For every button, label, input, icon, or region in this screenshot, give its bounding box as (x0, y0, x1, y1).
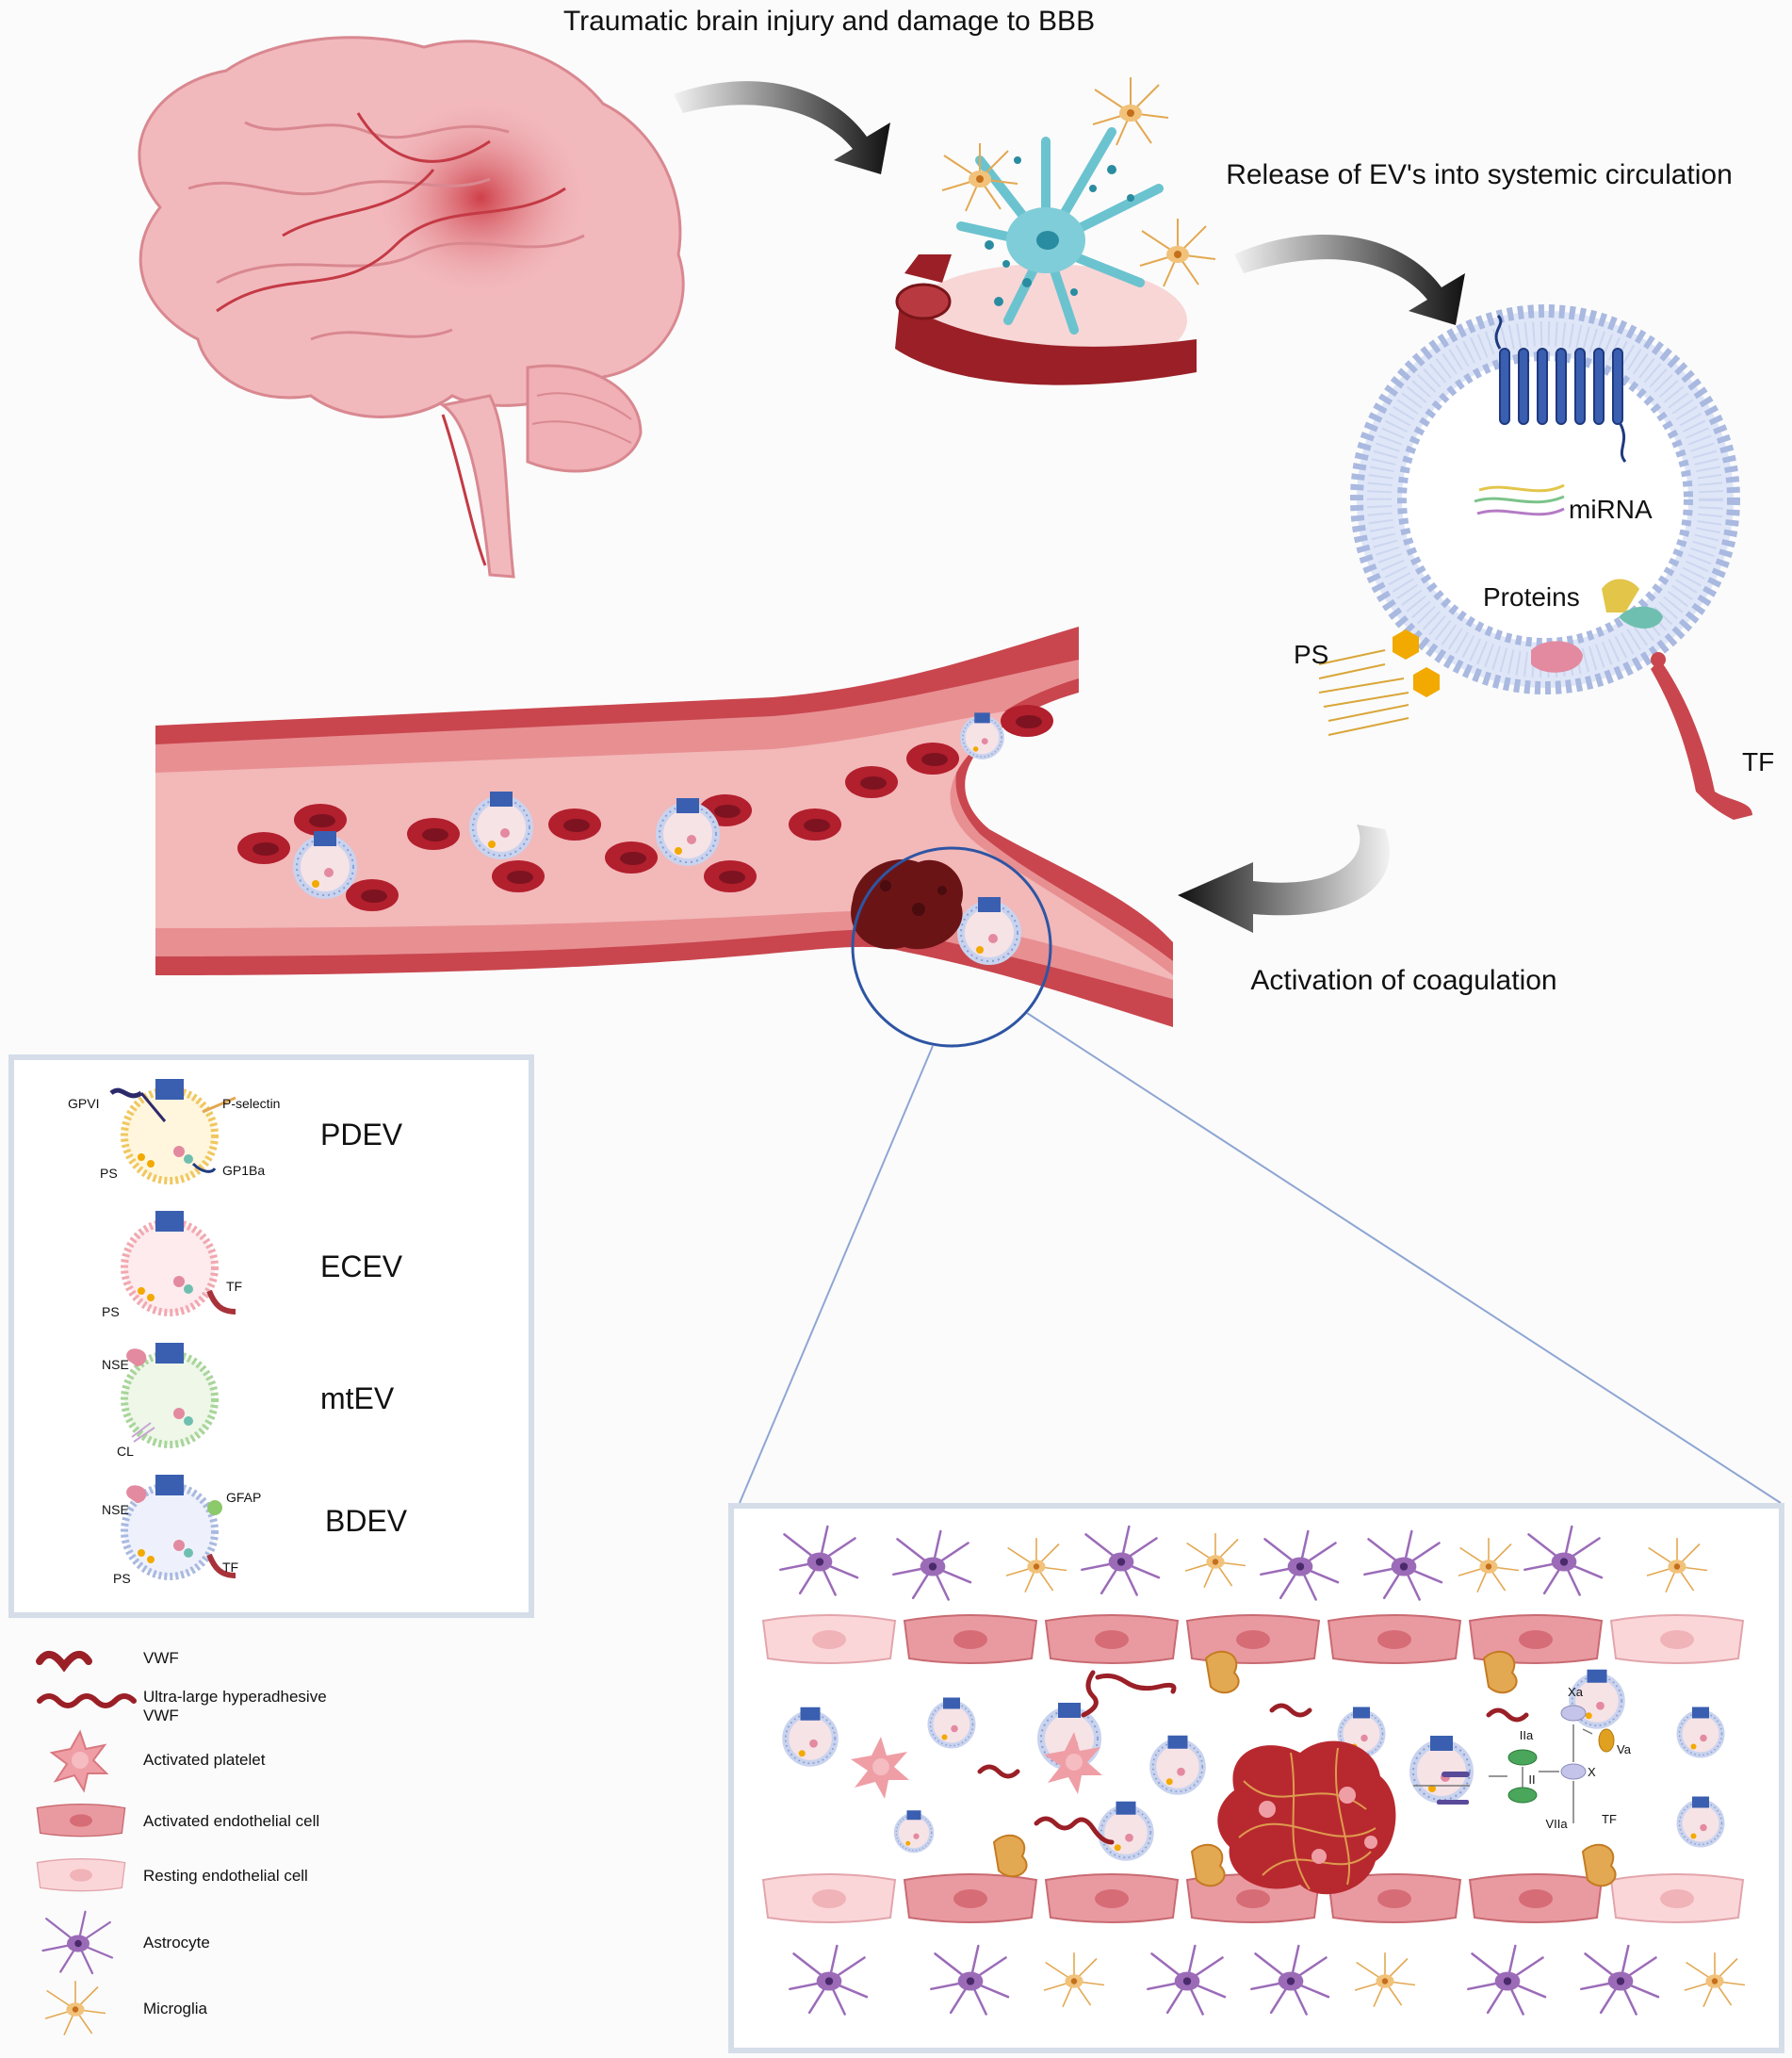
mtev-cl-label: CL (117, 1444, 134, 1459)
ecev-name: ECEV (320, 1250, 403, 1283)
arrow-3-icon (1178, 825, 1390, 933)
arrow-1-icon (674, 81, 890, 174)
ecev-tf-label: TF (226, 1279, 242, 1294)
mirna-label: miRNA (1569, 495, 1653, 524)
cascade-iia-label: IIa (1520, 1728, 1534, 1742)
bdev-ps-label: PS (113, 1571, 131, 1586)
ecev-ps-label: PS (102, 1304, 120, 1319)
legend-rest-endo-label: Resting endothelial cell (143, 1867, 308, 1885)
pdev-name: PDEV (320, 1118, 403, 1152)
legend-ul-vwf-label-1: Ultra-large hyperadhesive (143, 1688, 327, 1706)
legend: VWF Ultra-large hyperadhesive VWF Activa… (36, 1649, 327, 2036)
mtev-name: mtEV (320, 1381, 395, 1415)
extracellular-vesicle-illustration (1318, 304, 1752, 820)
cascade-viia-label: VIIa (1545, 1817, 1568, 1831)
bbb-damage-illustration (895, 76, 1216, 385)
bdev-illustration (121, 1475, 236, 1580)
zoom-circle (851, 846, 1052, 1048)
zoomed-vessel-illustration: Xa Va IIa X II VIIa TF (762, 1525, 1746, 2016)
ecev-illustration (121, 1211, 236, 1316)
brain-illustration (138, 36, 685, 579)
pdev-illustration (109, 1079, 236, 1184)
resting-endothelial-icon (36, 1857, 126, 1892)
mtev-illustration (121, 1343, 219, 1448)
zoom-line-right (1026, 1012, 1782, 1504)
pdev-pselectin-label: P-selectin (222, 1096, 280, 1111)
legend-ul-vwf-label-2: VWF (143, 1707, 179, 1724)
bdev-nse-label: NSE (102, 1502, 129, 1517)
cascade-ii-label: II (1528, 1772, 1535, 1787)
pdev-ps-label: PS (100, 1166, 118, 1181)
zoom-line-left (739, 1045, 934, 1504)
coagulation-cascade: Xa Va IIa X II VIIa TF (1413, 1685, 1632, 1831)
mtev-nse-label: NSE (102, 1357, 129, 1372)
cascade-xa-label: Xa (1568, 1685, 1584, 1699)
pdev-gp1ba-label: GP1Ba (222, 1163, 265, 1178)
step1-title: Traumatic brain injury and damage to BBB (563, 6, 1095, 37)
cascade-va-label: Va (1617, 1742, 1632, 1756)
vwf-icon (36, 1650, 92, 1673)
activated-endothelial-icon (36, 1803, 126, 1838)
blood-vessel-illustration (155, 627, 1173, 1048)
proteins-label: Proteins (1483, 582, 1580, 612)
ps-label: PS (1294, 640, 1328, 669)
legend-microglia-label: Microglia (143, 2000, 208, 2017)
legend-vwf-label: VWF (143, 1649, 179, 1667)
bdev-gfap-label: GFAP (226, 1490, 261, 1505)
legend-astrocyte-label: Astrocyte (143, 1934, 210, 1952)
bdev-name: BDEV (325, 1504, 408, 1538)
legend-act-endo-label: Activated endothelial cell (143, 1812, 319, 1830)
bdev-tf-label: TF (222, 1560, 238, 1575)
step3-title: Activation of coagulation (1250, 965, 1556, 996)
step2-title: Release of EV's into systemic circulatio… (1226, 159, 1733, 190)
arrow-2-icon (1234, 234, 1465, 325)
legend-platelet-label: Activated platelet (143, 1751, 266, 1769)
ev-types-panel (8, 1054, 534, 1618)
ul-vwf-icon (37, 1693, 137, 1708)
cascade-tf-label: TF (1602, 1812, 1617, 1826)
pdev-gpvi-label: GPVI (68, 1096, 99, 1111)
cascade-x-label: X (1588, 1765, 1596, 1779)
platelet-icon (49, 1729, 109, 1793)
tf-label: TF (1742, 747, 1774, 776)
